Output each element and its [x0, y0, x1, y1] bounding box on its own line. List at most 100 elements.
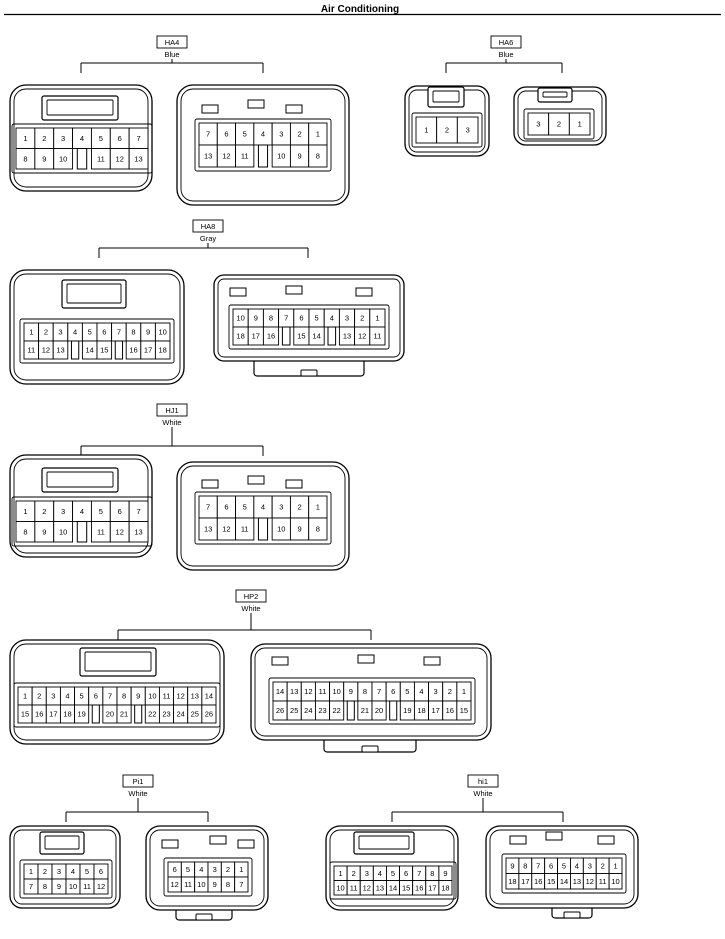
connector-code: HP2	[244, 592, 259, 601]
pin-label: 11	[97, 527, 105, 536]
pin-label: 2	[601, 861, 605, 870]
pin-label: 10	[59, 527, 67, 536]
pin-label: 12	[42, 346, 50, 355]
connector-color: Blue	[498, 50, 513, 59]
connector-housing-inner	[217, 278, 401, 358]
pin-label: 23	[318, 706, 326, 715]
pin-label: 5	[88, 328, 92, 337]
pin-cavity-frame	[163, 857, 253, 897]
pin-cavity-frame	[11, 496, 153, 547]
pin-label: 5	[80, 692, 84, 701]
pin-label: 1	[29, 867, 33, 876]
pin-label: 1	[239, 865, 243, 874]
pin-label: 3	[536, 120, 540, 129]
pin-label: 15	[402, 883, 410, 892]
pin-label: 1	[462, 687, 466, 696]
connector-code-box	[192, 219, 224, 233]
pin-label: 11	[184, 880, 192, 889]
connector-tab-clip	[195, 913, 213, 921]
pin-label: 19	[403, 706, 411, 715]
pin-label: 16	[415, 883, 423, 892]
pin-label: 3	[365, 869, 369, 878]
connector-latch-window	[44, 835, 80, 850]
pin-cavity-frame	[523, 108, 595, 140]
pin-label: 13	[343, 332, 351, 341]
pin-label: 25	[290, 706, 298, 715]
pin-label: 5	[315, 314, 319, 323]
pin-label: 6	[173, 865, 177, 874]
pin-label: 20	[375, 706, 383, 715]
pin-gap	[327, 326, 337, 346]
pin-label: 14	[205, 692, 213, 701]
pin-label: 10	[159, 328, 167, 337]
pin-label: 24	[304, 706, 312, 715]
connector-tab-clip	[300, 369, 318, 377]
pin-label: 12	[363, 883, 371, 892]
pin-label: 5	[391, 869, 395, 878]
pin-label: 3	[588, 861, 592, 870]
connector-tab-clip	[563, 911, 581, 919]
pin-label: 11	[350, 883, 358, 892]
pin-label: 10	[336, 883, 344, 892]
connector-latch	[79, 647, 157, 677]
connector-latch	[537, 87, 573, 103]
pin-label: 6	[94, 692, 98, 701]
pin-label: 7	[284, 314, 288, 323]
connector-code-box	[235, 589, 267, 603]
pin-label: 4	[330, 314, 334, 323]
pin-label: 7	[136, 507, 140, 516]
pin-label: 18	[236, 332, 244, 341]
connector-slot	[161, 839, 179, 849]
pin-label: 23	[162, 710, 170, 719]
connector-latch-window	[46, 99, 114, 116]
pin-cavity-frame	[194, 118, 332, 172]
pin-label: 19	[77, 710, 85, 719]
pin-label: 13	[134, 154, 142, 163]
connector-slot	[355, 287, 373, 297]
pin-cavity-frame	[411, 112, 483, 148]
pin-label: 14	[312, 332, 320, 341]
pin-gap	[114, 340, 124, 360]
pin-label: 1	[29, 328, 33, 337]
pin-cell	[608, 873, 623, 890]
pin-label: 4	[65, 692, 69, 701]
pin-label: 9	[254, 314, 258, 323]
pin-label: 9	[136, 692, 140, 701]
pin-label: 13	[191, 692, 199, 701]
pin-label: 5	[186, 865, 190, 874]
connector-code-box	[122, 774, 154, 788]
pin-label: 6	[549, 861, 553, 870]
pin-label: 17	[428, 883, 436, 892]
connector-latch-window	[358, 835, 410, 850]
connector-code: hi1	[478, 777, 488, 786]
connector-latch	[61, 279, 127, 309]
pin-label: 13	[290, 687, 298, 696]
pin-label: 2	[448, 687, 452, 696]
pin-label: 4	[199, 865, 203, 874]
pin-label: 7	[536, 861, 540, 870]
connector-slot	[285, 104, 303, 114]
pin-label: 3	[466, 126, 470, 135]
pin-label: 8	[23, 154, 27, 163]
pin-cell	[568, 112, 591, 136]
pin-label: 8	[430, 869, 434, 878]
pin-label: 6	[118, 507, 122, 516]
pin-cell	[53, 148, 74, 170]
pin-label: 1	[375, 314, 379, 323]
pin-label: 7	[108, 692, 112, 701]
pin-cavity-frame	[13, 682, 221, 728]
pin-label: 18	[63, 710, 71, 719]
pin-label: 22	[148, 710, 156, 719]
pin-gap	[257, 144, 269, 168]
pin-label: 3	[279, 503, 283, 512]
pin-label: 12	[586, 877, 594, 886]
pin-label: 6	[404, 869, 408, 878]
connector-slot	[285, 285, 303, 295]
pin-label: 8	[43, 882, 47, 891]
